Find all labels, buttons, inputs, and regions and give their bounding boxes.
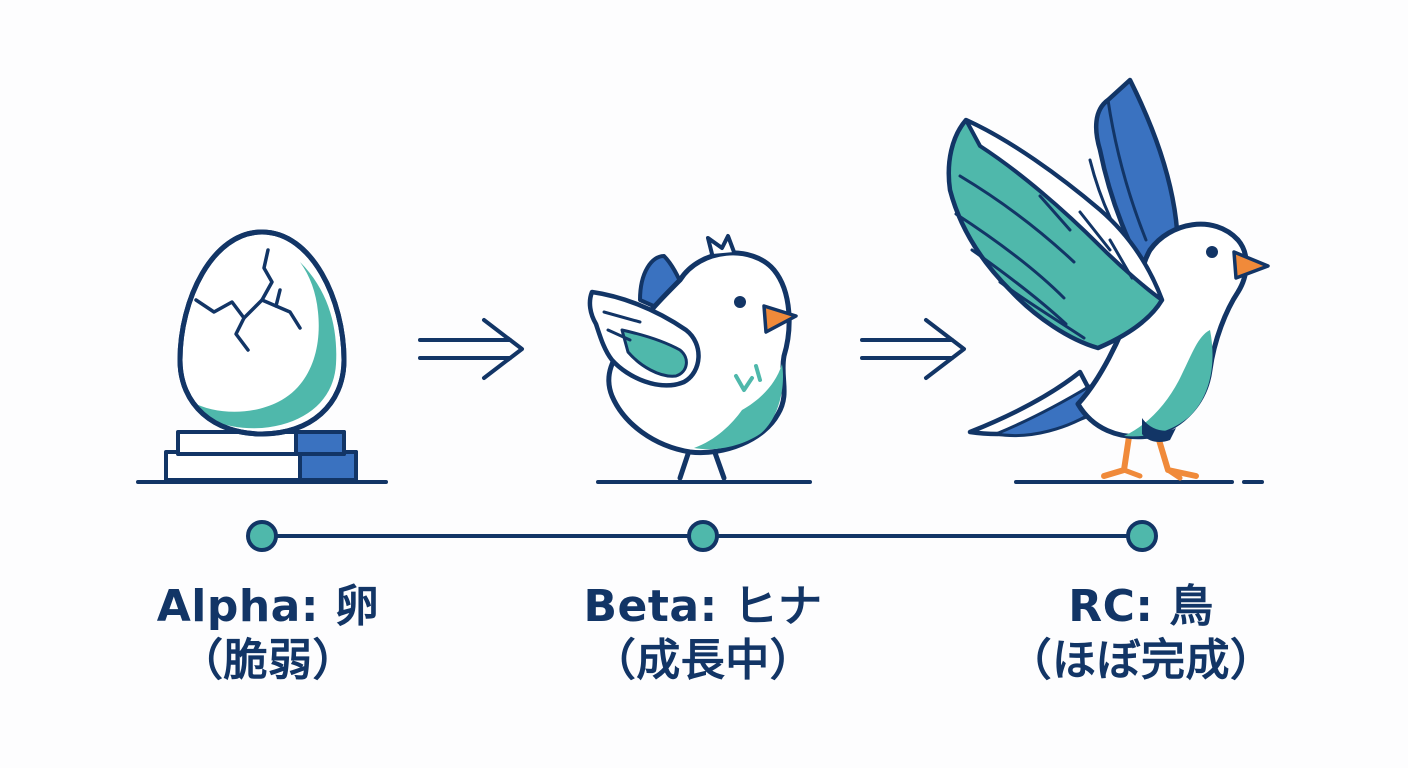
stage-subtitle-beta: （成長中）: [591, 635, 815, 686]
stage-title-beta: Beta: ヒナ: [583, 581, 823, 632]
stage-subtitle-rc: （ほぼ完成）: [1007, 635, 1275, 686]
timeline-node-alpha: [246, 520, 278, 552]
stage-subtitle-alpha: （脆弱）: [179, 635, 357, 686]
double-arrow-icon: [418, 318, 524, 380]
timeline-node-rc: [1126, 520, 1158, 552]
egg-icon: [136, 229, 388, 484]
bird-icon: [946, 77, 1270, 484]
stage-label-rc: RC: 鳥 （ほぼ完成）: [941, 580, 1341, 688]
timeline: [246, 520, 1158, 552]
stage-label-beta: Beta: ヒナ （成長中）: [503, 580, 903, 688]
double-arrow-icon: [860, 318, 966, 380]
stage-title-alpha: Alpha: 卵: [156, 581, 380, 632]
stage-title-rc: RC: 鳥: [1068, 581, 1214, 632]
stage-label-alpha: Alpha: 卵 （脆弱）: [68, 580, 468, 688]
chick-icon: [587, 234, 812, 484]
timeline-node-beta: [687, 520, 719, 552]
